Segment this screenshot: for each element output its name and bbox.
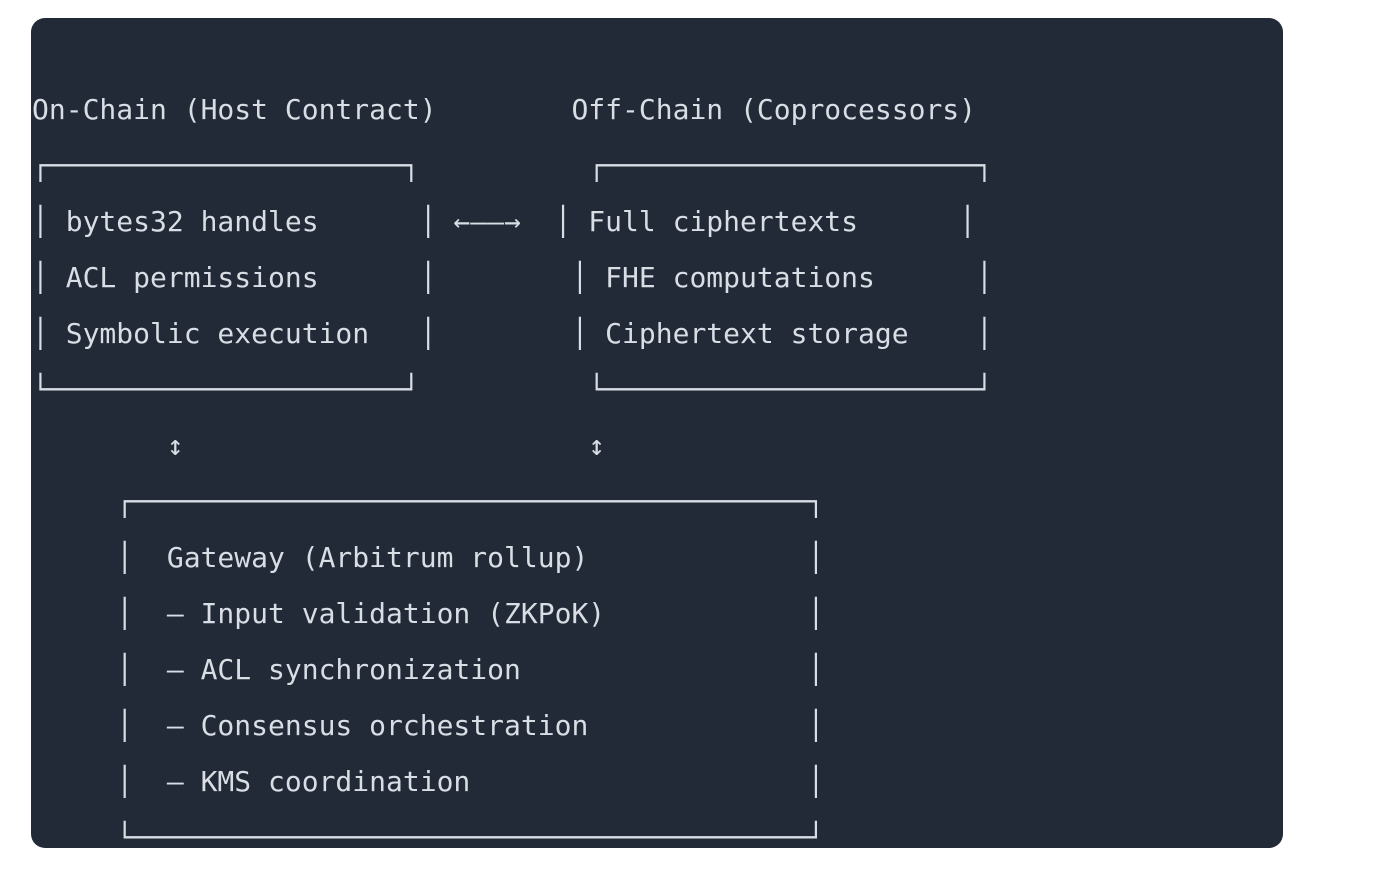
ascii-art-grid: On-Chain (Host Contract) Off-Chain (Copr… — [31, 46, 993, 848]
art-line-gateway-item-4: │ – KMS coordination │ — [32, 765, 825, 798]
art-line-boxes-bottom-border: └─────────────────────┘ └───────────────… — [32, 373, 993, 406]
art-line-gateway-top-border: ┌───────────────────────────────────────… — [32, 485, 825, 518]
art-line-row-2: │ ACL permissions │ │ FHE computations │ — [32, 261, 993, 294]
art-line-vertical-arrows: ↕ ↕ — [32, 429, 606, 462]
art-line-gateway-item-2: │ – ACL synchronization │ — [32, 653, 825, 686]
art-line-row-1: │ bytes32 handles │ ←——→ │ Full cipherte… — [32, 205, 977, 238]
art-line-heading-row: On-Chain (Host Contract) Off-Chain (Copr… — [32, 93, 977, 126]
art-line-gateway-item-1: │ – Input validation (ZKPoK) │ — [32, 597, 825, 630]
art-line-gateway-title: │ Gateway (Arbitrum rollup) │ — [32, 541, 825, 574]
ascii-diagram-panel: On-Chain (Host Contract) Off-Chain (Copr… — [31, 18, 1283, 848]
art-line-boxes-top-border: ┌─────────────────────┐ ┌───────────────… — [32, 149, 993, 182]
art-line-row-3: │ Symbolic execution │ │ Ciphertext stor… — [32, 317, 993, 350]
art-line-gateway-item-3: │ – Consensus orchestration │ — [32, 709, 825, 742]
art-line-gateway-bottom-border: └───────────────────────────────────────… — [32, 821, 825, 848]
